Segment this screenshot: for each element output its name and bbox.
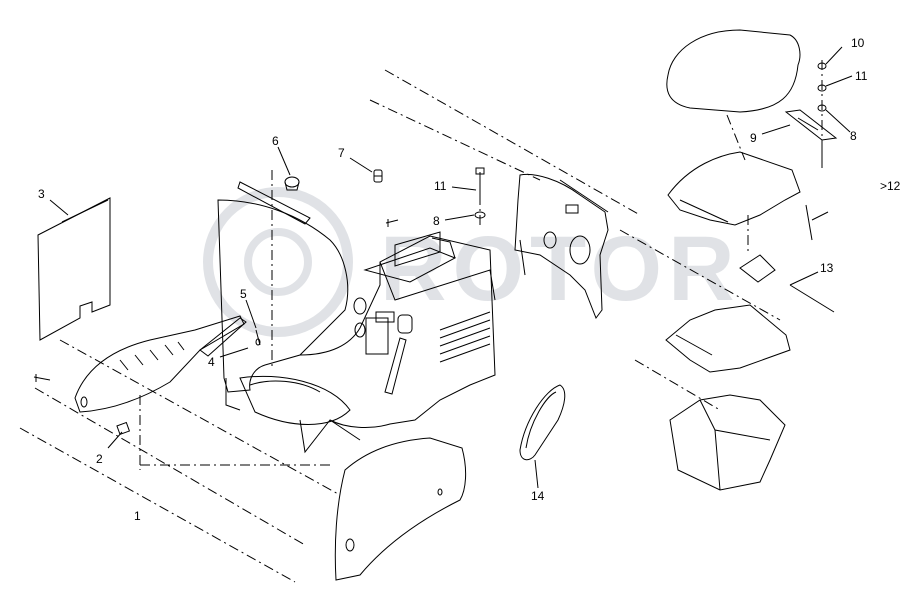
lower-front-panel bbox=[334, 437, 467, 581]
hardware-stack bbox=[817, 62, 827, 168]
callout-12: >12 bbox=[880, 179, 901, 193]
rear-cover bbox=[514, 173, 609, 320]
callout-8-console: 8 bbox=[433, 214, 440, 228]
callout-11-hardware: 11 bbox=[855, 69, 868, 83]
callout-11-console: 11 bbox=[434, 179, 447, 193]
watermark-text: ROTOR bbox=[380, 218, 741, 320]
clip-part-2 bbox=[116, 421, 131, 436]
main-console-body bbox=[217, 199, 496, 454]
armrest-cushion-part-10 bbox=[666, 29, 801, 113]
callout-5: 5 bbox=[240, 287, 247, 301]
callout-1: 1 bbox=[134, 509, 141, 523]
console-screw bbox=[385, 219, 399, 227]
callout-2: 2 bbox=[96, 452, 103, 466]
guide-lines bbox=[19, 60, 823, 583]
screw bbox=[33, 374, 51, 382]
callout-8-hardware: 8 bbox=[850, 129, 857, 143]
loop-part-14 bbox=[519, 384, 566, 461]
callout-6: 6 bbox=[272, 134, 279, 148]
callout-9: 9 bbox=[750, 131, 757, 145]
callout-14: 14 bbox=[531, 489, 545, 503]
callout-3: 3 bbox=[38, 187, 45, 201]
bracket-part-4-5 bbox=[199, 317, 261, 357]
hinge-plate-part-9 bbox=[784, 109, 838, 141]
callouts: 1 2 3 4 5 6 7 8 8 9 10 11 11 >12 13 14 bbox=[38, 36, 901, 523]
rotor-watermark: ROTOR bbox=[203, 187, 741, 337]
callout-7: 7 bbox=[338, 146, 345, 160]
tray-lid bbox=[665, 304, 791, 373]
leader-lines bbox=[49, 46, 853, 489]
callout-10: 10 bbox=[851, 36, 865, 50]
storage-tray bbox=[669, 394, 786, 491]
side-panel-part-3 bbox=[37, 197, 111, 341]
washer-part-8 bbox=[474, 211, 486, 219]
callout-4: 4 bbox=[208, 355, 215, 369]
callout-13: 13 bbox=[820, 261, 834, 275]
knob-part-6 bbox=[284, 176, 300, 191]
top-rail bbox=[237, 181, 311, 225]
pin-part-13 bbox=[739, 204, 835, 313]
lid-frame bbox=[667, 151, 801, 226]
bolt-part-11 bbox=[475, 167, 485, 200]
cap-part-7 bbox=[373, 169, 383, 183]
left-side-cover bbox=[74, 315, 245, 413]
